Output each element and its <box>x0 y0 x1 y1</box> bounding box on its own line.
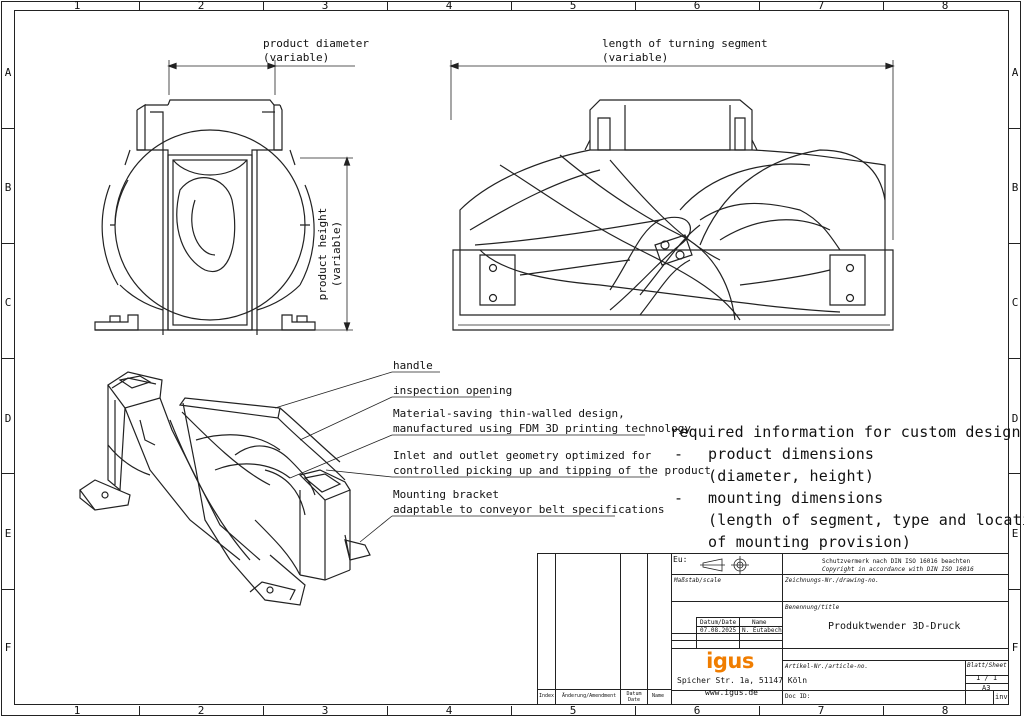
requirements-item-1: product dimensions (diameter, height) <box>708 445 875 485</box>
rev-date-header: Datum Date <box>626 691 642 703</box>
doc-id-label: Doc ID: <box>785 693 811 700</box>
zone-row-f-left: F <box>4 641 12 654</box>
rev-amendment-header: Änderung/Amendment <box>562 693 617 699</box>
turning-segment-label: length of turning segment (variable) <box>602 37 768 64</box>
date-value: 07.08.2025 <box>700 627 737 634</box>
callout-mounting-bracket: Mounting bracket adaptable to conveyor b… <box>393 488 665 516</box>
zone-row-c-right: C <box>1011 296 1019 309</box>
zone-col-8-bottom: 8 <box>941 704 949 717</box>
requirements-bullet-1: - <box>674 445 684 463</box>
protection-note: Schutzvermerk nach DIN ISO 16016 beachte… <box>822 558 971 565</box>
copyright-note: Copyright in accordance with DIN ISO 160… <box>822 566 974 573</box>
date-header: Datum/Date <box>700 619 737 626</box>
zone-col-2-bottom: 2 <box>197 704 205 717</box>
callout-inspection-opening: inspection opening <box>393 384 513 397</box>
isometric-view <box>79 371 371 606</box>
zone-row-a-right: A <box>1011 66 1019 79</box>
zone-col-1-bottom: 1 <box>73 704 81 717</box>
callout-inlet-outlet-geometry: Inlet and outlet geometry optimized for … <box>393 449 711 477</box>
zone-row-c-left: C <box>4 296 12 309</box>
zone-col-4-top: 4 <box>445 0 453 12</box>
name-value: N. Eutabech <box>742 627 782 634</box>
product-diameter-label: product diameter (variable) <box>263 37 369 64</box>
zone-col-5-bottom: 5 <box>569 704 577 717</box>
zone-row-f-right: F <box>1011 641 1019 654</box>
sheet-inner-border <box>14 10 1009 705</box>
paper-format: A3 <box>982 684 991 692</box>
callout-leaders <box>274 371 650 543</box>
drawing-no-label: Zeichnungs-Nr./drawing-no. <box>785 577 879 584</box>
zone-col-3-top: 3 <box>321 0 329 12</box>
rev-name-header: Name <box>652 693 665 699</box>
zone-row-a-left: A <box>4 66 12 79</box>
igus-logo: igus <box>706 649 754 673</box>
title-label: Benennung/title <box>785 604 840 611</box>
scale-label: Maßstab/scale <box>674 577 721 584</box>
zone-row-b-right: B <box>1011 181 1019 194</box>
requirements-heading: required information for custom design: <box>670 423 1024 441</box>
zone-row-b-left: B <box>4 181 12 194</box>
zone-row-d-left: D <box>4 412 12 425</box>
drawing-title: Produktwender 3D-Druck <box>828 621 961 632</box>
name-header: Name <box>752 619 767 626</box>
sheet-value: 1 / 1 <box>976 674 998 682</box>
article-no-label: Artikel-Nr./article-no. <box>785 663 869 670</box>
title-block <box>537 553 1009 705</box>
sheet-label: Blatt/Sheet <box>967 662 1007 669</box>
company-address: Spicher Str. 1a, 51147 Köln <box>677 676 808 685</box>
zone-col-2-top: 2 <box>197 0 205 12</box>
zone-col-5-top: 5 <box>569 0 577 12</box>
zone-col-1-top: 1 <box>73 0 81 12</box>
zone-col-4-bottom: 4 <box>445 704 453 717</box>
zone-row-d-right: D <box>1011 412 1019 425</box>
zone-col-6-bottom: 6 <box>693 704 701 717</box>
requirements-bullet-2: - <box>674 489 684 507</box>
zone-col-7-top: 7 <box>817 0 825 12</box>
callout-thin-walled-design: Material-saving thin-walled design, manu… <box>393 407 692 435</box>
eu-label: Eu: <box>673 555 688 564</box>
side-view <box>449 60 895 331</box>
callout-handle: handle <box>393 359 433 372</box>
requirements-item-2: mounting dimensions (length of segment, … <box>708 489 1024 551</box>
rev-index-header: Index <box>539 693 555 699</box>
zone-row-e-right: E <box>1011 527 1019 540</box>
front-view <box>94 60 355 335</box>
company-website[interactable]: www.igus.de <box>705 688 758 697</box>
zone-col-3-bottom: 3 <box>321 704 329 717</box>
zone-col-6-top: 6 <box>693 0 701 12</box>
zone-row-e-left: E <box>4 527 12 540</box>
zone-col-8-top: 8 <box>941 0 949 12</box>
zone-col-7-bottom: 7 <box>817 704 825 717</box>
inv-label: inv <box>995 693 1008 701</box>
